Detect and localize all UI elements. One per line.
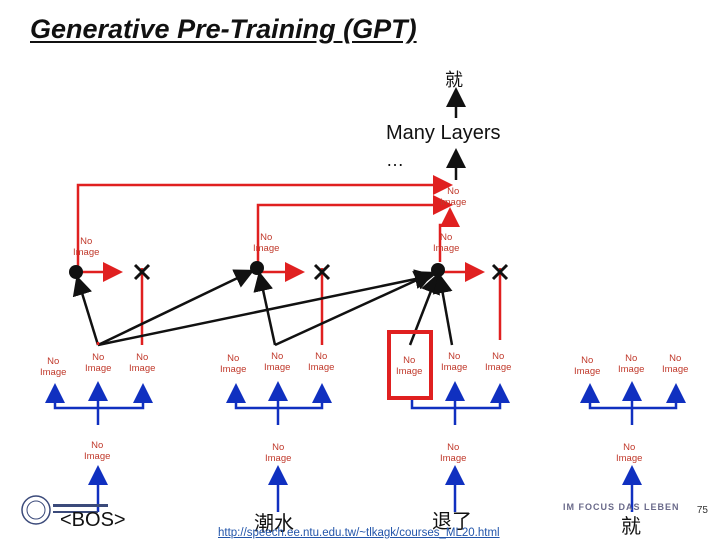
- red-connections: [76, 175, 502, 345]
- attention-arrows: [72, 269, 454, 347]
- highlight-box: [387, 330, 433, 400]
- qkv-placeholder-1a: No Image: [40, 356, 67, 378]
- output-token: 就: [445, 70, 463, 90]
- qkv-placeholder-4b: No Image: [618, 353, 645, 375]
- token-tuile: 退了: [432, 511, 472, 533]
- qkv-placeholder-2c: No Image: [308, 351, 335, 373]
- qkv-placeholder-1b: No Image: [85, 352, 112, 374]
- attn-placeholder-3: No Image: [433, 232, 460, 254]
- slide-title: Generative Pre-Training (GPT): [30, 14, 417, 44]
- attn-placeholder-2: No Image: [253, 232, 280, 254]
- qkv-placeholder-4c: No Image: [662, 353, 689, 375]
- token-jiu: 就: [621, 516, 641, 538]
- qkv-placeholder-2b: No Image: [264, 351, 291, 373]
- embed-placeholder-2: No Image: [265, 442, 292, 464]
- many-layers-label: Many Layers: [386, 122, 501, 144]
- qkv-placeholder-3b: No Image: [441, 351, 468, 373]
- embed-placeholder-1: No Image: [84, 440, 111, 462]
- page-number: 75: [696, 505, 708, 516]
- attention-dots: [69, 261, 445, 279]
- token-bos: <BOS>: [60, 509, 126, 531]
- course-link[interactable]: http://speech.ee.ntu.edu.tw/~tlkagk/cour…: [218, 527, 500, 539]
- qkv-placeholder-4a: No Image: [574, 355, 601, 377]
- attn-placeholder-1: No Image: [73, 236, 100, 258]
- qkv-placeholder-3c: No Image: [485, 351, 512, 373]
- university-seal-logo: [21, 495, 108, 525]
- blocked-marks: [133, 263, 509, 281]
- embed-placeholder-3: No Image: [440, 442, 467, 464]
- blue-trees: [45, 381, 686, 512]
- embed-placeholder-4: No Image: [616, 442, 643, 464]
- top-block-placeholder: No Image: [440, 186, 467, 208]
- token-chaoshui: 潮水: [254, 513, 294, 535]
- qkv-placeholder-1c: No Image: [129, 352, 156, 374]
- im-focus-logo: IM FOCUS DAS LEBEN: [563, 502, 680, 512]
- layers-ellipsis: …: [386, 150, 404, 170]
- qkv-placeholder-3a: No Image: [396, 355, 423, 377]
- qkv-placeholder-2a: No Image: [220, 353, 247, 375]
